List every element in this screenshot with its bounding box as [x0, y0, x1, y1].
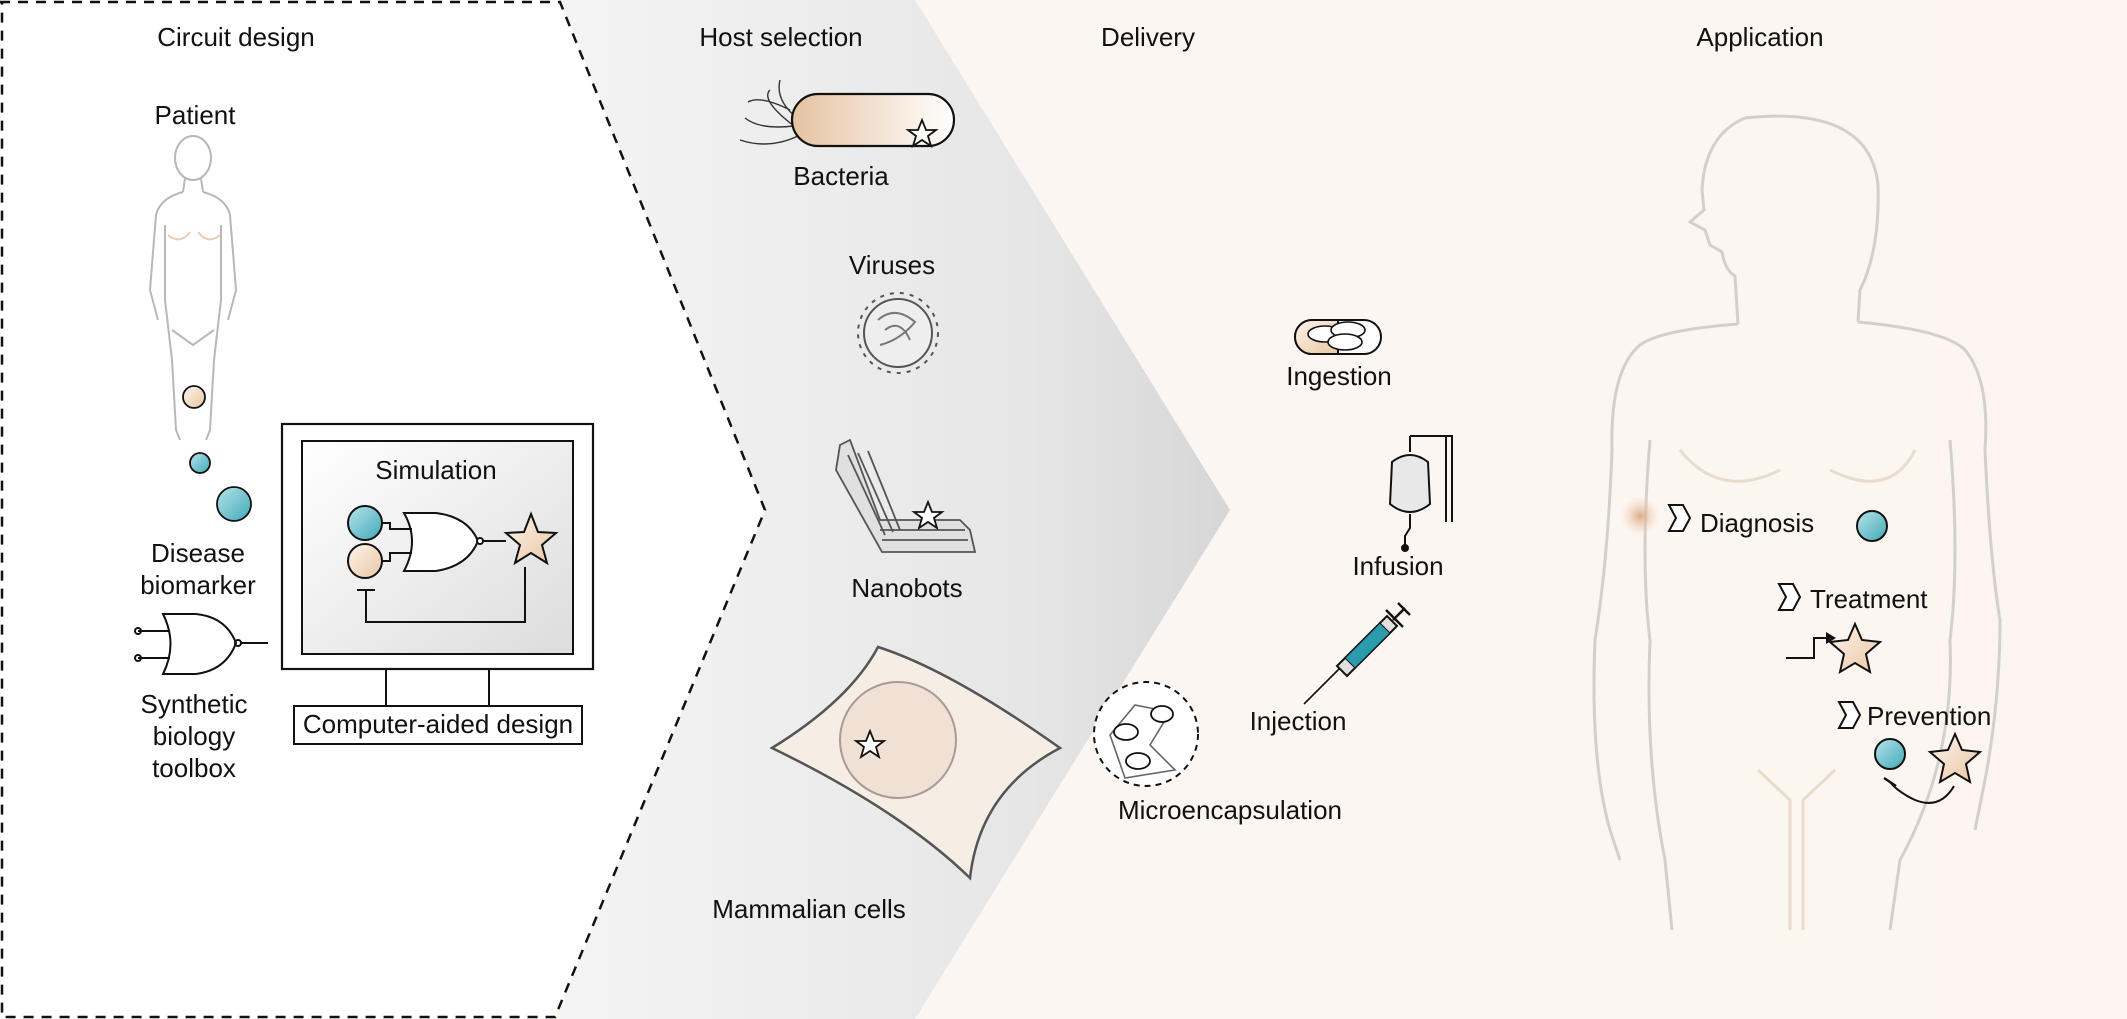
syringe-icon: [1303, 602, 1411, 705]
input-teal-node: [347, 505, 383, 541]
biomarker-small-teal-dot: [189, 452, 211, 474]
circuit-design-border: [0, 0, 767, 1019]
patient-figure: [148, 135, 238, 441]
human-body-outline: [1592, 114, 2002, 931]
patient-label: Patient: [154, 100, 236, 130]
prevention-chevron-icon: [1837, 701, 1862, 729]
diagnosis-label: Diagnosis: [1700, 508, 1815, 538]
nanobots-label: Nanobots: [851, 573, 963, 603]
viruses-label: Viruses: [848, 250, 936, 280]
feedback-line: [357, 567, 526, 623]
microencapsulation-label: Microencapsulation: [1117, 795, 1343, 825]
disease-biomarker-label-line2: biomarker: [140, 570, 256, 600]
prevention-icon: [1874, 731, 1983, 804]
biomarker-peach-dot: [182, 385, 206, 409]
infusion-bag-icon: [1388, 435, 1453, 552]
diagnosis-chevron-icon: [1667, 504, 1692, 532]
host-selection-arrow: [560, 0, 1230, 1019]
toolbox-label-line1: Synthetic: [140, 689, 248, 719]
stage-title-application: Application: [1696, 22, 1824, 52]
output-star-node: [503, 511, 559, 566]
bacteria-label: Bacteria: [793, 161, 889, 191]
injection-label: Injection: [1249, 706, 1347, 736]
prevention-label: Prevention: [1867, 701, 1992, 731]
treatment-chevron-icon: [1777, 583, 1802, 611]
mammalian-cell-icon: [769, 645, 1063, 881]
input-peach-node: [347, 543, 383, 579]
microencapsulation-icon: [1093, 681, 1199, 787]
bacteria-icon: [739, 79, 956, 149]
diagnosis-biomarker-icon: [1856, 510, 1888, 542]
or-gate: [402, 512, 480, 572]
cad-label: Computer-aided design: [302, 709, 574, 739]
disease-biomarker-icon: [216, 486, 252, 522]
simulation-circuit: [347, 505, 559, 623]
disease-biomarker-label-line1: Disease: [151, 538, 245, 568]
toolbox-label-line3: toolbox: [152, 753, 236, 783]
toolbox-label-line2: biology: [152, 721, 236, 751]
ingestion-label: Ingestion: [1286, 361, 1392, 391]
diagnosis-glow: [1620, 496, 1660, 536]
logic-gate-icon: [134, 613, 268, 675]
treatment-label: Treatment: [1810, 584, 1928, 614]
treatment-icon: [1786, 621, 1883, 675]
nanobot-icon: [835, 438, 977, 553]
simulation-label: Simulation: [375, 455, 497, 485]
virus-icon: [857, 292, 939, 374]
mammalian-cells-label: Mammalian cells: [712, 894, 906, 924]
delivery-arrow: [910, 0, 1620, 1019]
ingestion-pill-icon: [1294, 319, 1382, 355]
stage-title-host-selection: Host selection: [699, 22, 863, 52]
infusion-label: Infusion: [1352, 551, 1444, 581]
stage-title-circuit-design: Circuit design: [157, 22, 315, 52]
stage-title-delivery: Delivery: [1101, 22, 1195, 52]
